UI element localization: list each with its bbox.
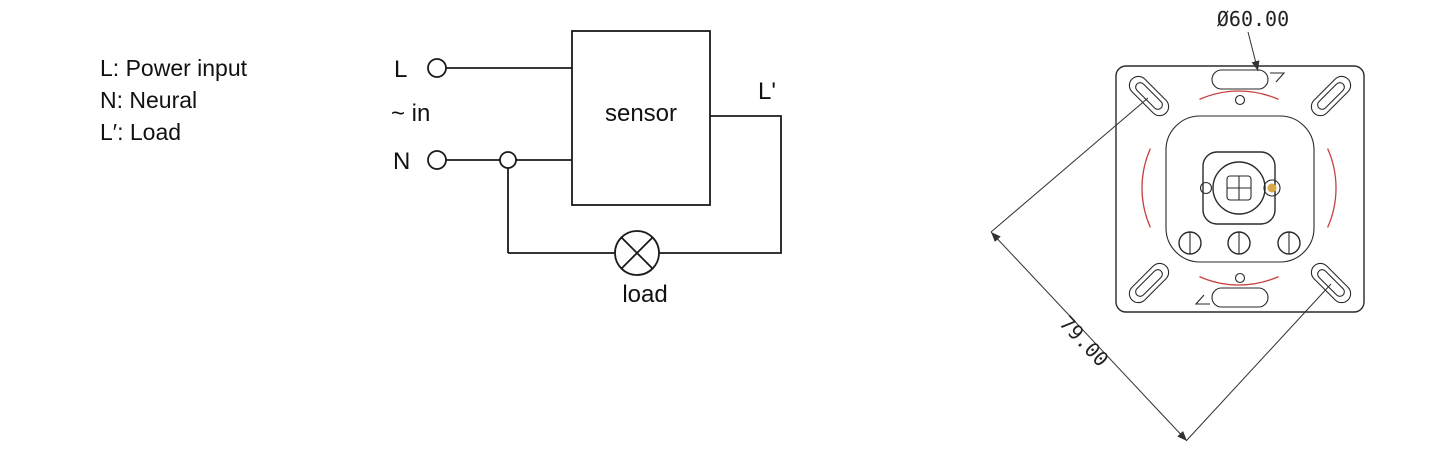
- inner-frame-outline: [1165, 115, 1315, 263]
- mounting-plate-outline: [1115, 65, 1365, 313]
- terminal-screw-center: [1227, 231, 1251, 255]
- diagonal-dimension-line: [990, 231, 1188, 442]
- device-rear-drawing: Ø60.00 79.00: [990, 7, 1365, 442]
- load-lamp-symbol: [614, 230, 660, 276]
- terminal-n-node: [427, 150, 447, 170]
- wiring-schematic: L ~ in N sensor L' load: [391, 30, 782, 308]
- terminal-l-node: [427, 58, 447, 78]
- legend-line-neutral: N: Neural: [100, 87, 197, 113]
- sensor-box: [571, 30, 711, 206]
- output-lprime-label: L': [758, 78, 776, 105]
- diagonal-extension-line-1: [990, 97, 1149, 233]
- corner-slot-top-left: [1128, 75, 1170, 117]
- wire-sensor-to-load: [659, 115, 782, 254]
- terminal-screw-left: [1178, 231, 1202, 255]
- terminal-l-label: L: [394, 56, 407, 83]
- load-label: load: [622, 281, 667, 308]
- diameter-leader-line: [1247, 31, 1260, 72]
- diagonal-dimension: 79.00: [990, 97, 1332, 442]
- terminal-screw-right: [1277, 231, 1301, 255]
- diagonal-extension-line-2: [1186, 283, 1332, 441]
- sensor-head-assembly: [1199, 151, 1281, 225]
- diagonal-dimension-label: 79.00: [1055, 311, 1114, 371]
- left-pilot-hole: [1199, 181, 1213, 195]
- corner-slot-top-right: [1310, 75, 1352, 117]
- ac-in-label: ~ in: [391, 100, 430, 127]
- sensor-label: sensor: [605, 100, 677, 127]
- diameter-dimension: Ø60.00: [1217, 7, 1289, 72]
- diameter-dimension-label: Ø60.00: [1217, 7, 1289, 31]
- junction-node: [499, 151, 517, 169]
- bottom-mounting-tab: [1194, 272, 1269, 308]
- legend-line-power-input: L: Power input: [100, 55, 248, 81]
- top-mounting-tab: [1211, 69, 1286, 106]
- terminal-n-label: N: [393, 148, 410, 175]
- alignment-arc-marks: [1141, 90, 1337, 286]
- corner-slot-bottom-right: [1310, 262, 1352, 304]
- legend-line-load: L′: Load: [100, 119, 181, 145]
- sensor-lens-grid: [1226, 175, 1252, 201]
- indicator-led: [1263, 179, 1281, 197]
- legend: L: Power input N: Neural L′: Load: [100, 55, 248, 145]
- corner-slot-bottom-left: [1128, 262, 1170, 304]
